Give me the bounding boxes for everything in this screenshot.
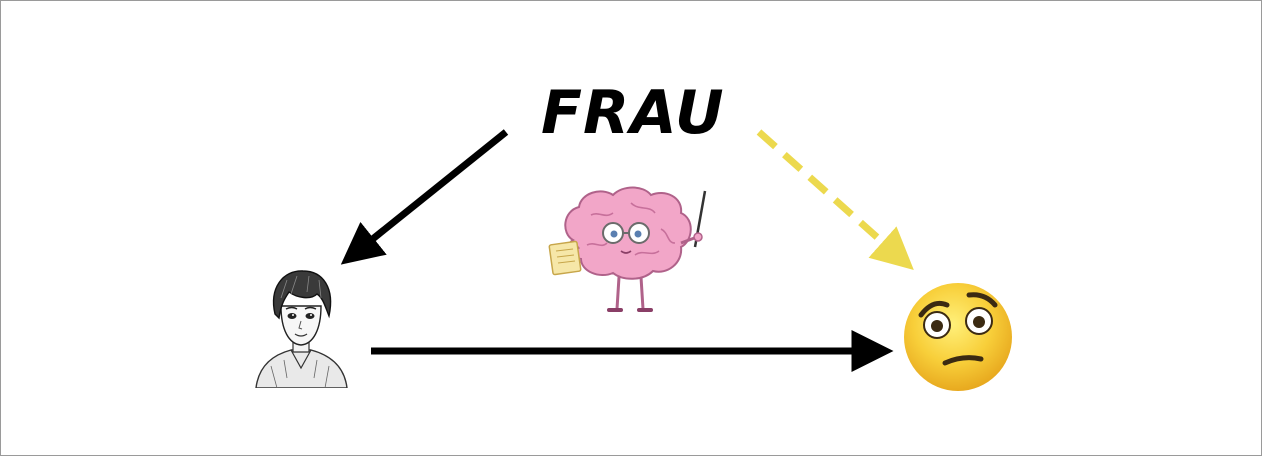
person-illustration — [251, 268, 351, 388]
arrow-word-to-emoji-dashed — [759, 132, 906, 263]
arrow-word-to-person — [349, 132, 506, 258]
brain-character-illustration — [543, 185, 723, 317]
confused-face-emoji — [899, 275, 1017, 393]
